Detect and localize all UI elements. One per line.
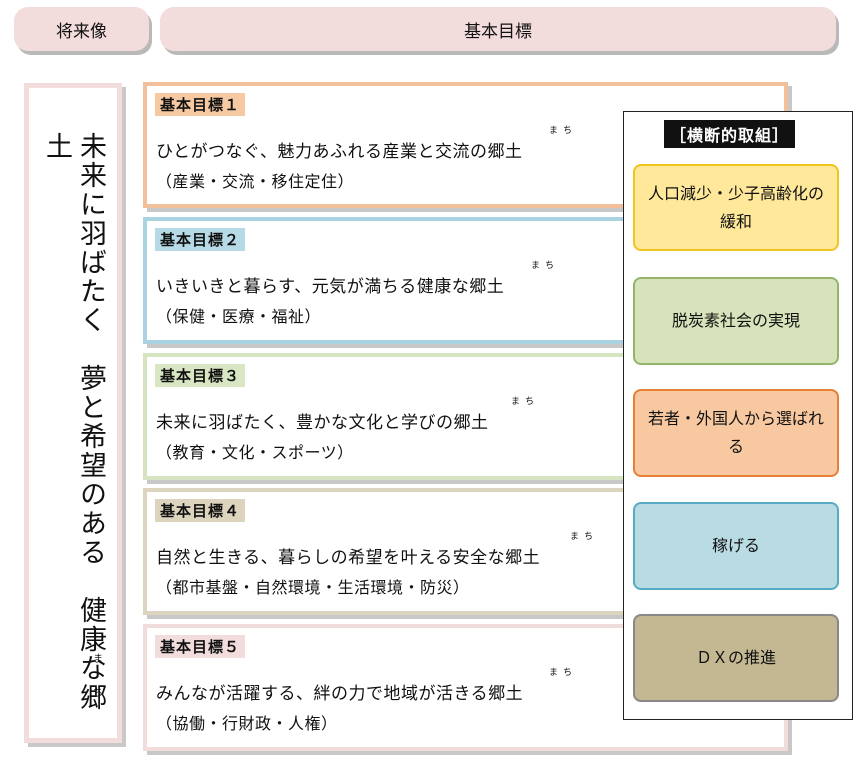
cross-cutting-item-decarbonization: 脱炭素社会の実現: [633, 277, 839, 365]
basic-goal-5-ruby: まち: [549, 668, 578, 678]
basic-goal-2-label: 基本目標２: [155, 228, 246, 251]
basic-goal-2-title: いきいきと暮らす、元気が満ちる健康な郷土: [156, 277, 505, 297]
basic-goal-2-ruby: まち: [531, 261, 560, 271]
basic-goal-1-areas: （産業・交流・移住定住）: [156, 172, 355, 191]
basic-goal-2-areas: （保健・医療・福祉）: [156, 307, 322, 326]
future-vision-box: 未来に羽ばたく 夢と希望のある 健康な郷土 ま ち: [24, 83, 122, 743]
basic-goal-5-areas: （協働・行財政・人権）: [156, 714, 338, 733]
future-vision-header: 将来像: [14, 7, 149, 51]
basic-goal-1-ruby: まち: [549, 126, 578, 136]
vision-ruby-ma: ま: [93, 654, 103, 665]
basic-goal-1-label: 基本目標１: [155, 93, 246, 116]
future-vision-header-label: 将来像: [56, 21, 107, 42]
cross-cutting-item-dx: ＤＸの推進: [633, 614, 839, 702]
basic-goal-4-label: 基本目標４: [155, 499, 246, 522]
basic-goal-3-areas: （教育・文化・スポーツ）: [156, 443, 354, 462]
cross-cutting-item-chosen: 若者・外国人から選ばれる: [633, 389, 839, 477]
basic-goal-4-ruby: まち: [570, 532, 599, 542]
basic-goals-header: 基本目標: [160, 7, 836, 51]
basic-goal-3-label: 基本目標３: [155, 364, 246, 387]
basic-goal-5-label: 基本目標５: [155, 635, 246, 658]
basic-goal-5-title: みんなが活躍する、絆の力で地域が活きる郷土: [156, 684, 524, 704]
basic-goal-1-title: ひとがつなぐ、魅力あふれる産業と交流の郷土: [156, 142, 523, 162]
future-vision-text: 未来に羽ばたく 夢と希望のある 健康な郷土: [41, 132, 106, 712]
cross-cutting-heading: ［横断的取組］: [664, 120, 796, 148]
cross-cutting-panel: ［横断的取組］ 人口減少・少子高齢化の緩和 脱炭素社会の実現 若者・外国人から選…: [623, 111, 853, 720]
cross-cutting-item-earn: 稼げる: [633, 502, 839, 590]
basic-goals-header-label: 基本目標: [464, 21, 532, 42]
basic-goal-4-areas: （都市基盤・自然環境・生活環境・防災）: [156, 578, 470, 597]
basic-goal-4-title: 自然と生きる、暮らしの希望を叶える安全な郷土: [156, 548, 541, 568]
vision-ruby-chi: ち: [93, 688, 103, 699]
cross-cutting-item-population: 人口減少・少子高齢化の緩和: [633, 164, 839, 251]
basic-goal-3-title: 未来に羽ばたく、豊かな文化と学びの郷土: [156, 413, 489, 433]
basic-goal-3-ruby: まち: [511, 397, 540, 407]
